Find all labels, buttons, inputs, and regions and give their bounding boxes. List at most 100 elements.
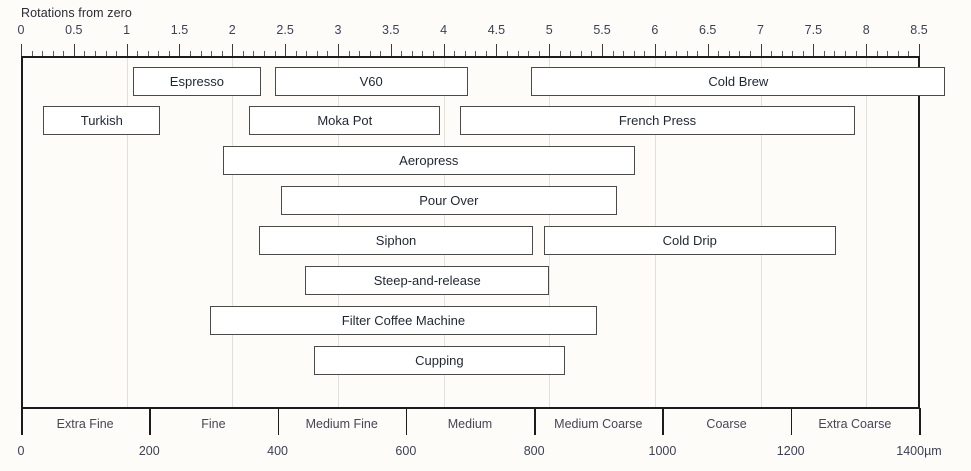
top-tick-label: 4.5 [487, 23, 506, 37]
grind-range-bar[interactable]: Moka Pot [249, 106, 441, 136]
category-separator [405, 408, 408, 435]
top-tick-major [390, 44, 392, 57]
top-tick-minor [433, 51, 435, 57]
category-separator [149, 408, 151, 435]
grind-range-bar[interactable]: Cold Brew [531, 66, 946, 96]
top-tick-minor [295, 51, 297, 57]
grind-range-bar[interactable]: Turkish [43, 106, 161, 136]
category-label: Medium Coarse [554, 417, 643, 431]
top-tick-minor [274, 51, 276, 57]
top-tick-minor [633, 51, 635, 57]
top-tick-label: 0 [17, 23, 25, 37]
top-tick-major [73, 44, 75, 57]
top-tick-minor [359, 51, 361, 57]
top-tick-minor [454, 51, 456, 57]
top-tick-minor [623, 51, 625, 57]
top-tick-minor [263, 51, 265, 57]
category-label: Fine [201, 417, 226, 431]
category-separator [21, 408, 23, 435]
grind-range-bar[interactable]: Steep-and-release [305, 266, 550, 295]
grind-range-bar[interactable]: Cold Drip [543, 226, 836, 256]
grind-range-bar[interactable]: V60 [274, 66, 468, 96]
top-tick-minor [190, 51, 192, 57]
top-tick-label: 7.5 [804, 23, 823, 37]
plot-border-right [918, 57, 920, 408]
category-separator [662, 408, 665, 435]
top-tick-label: 1 [123, 23, 131, 37]
bottom-tick-label: 1000 [648, 444, 677, 458]
top-tick-minor [137, 51, 139, 57]
top-tick-minor [739, 51, 741, 57]
grind-range-bar[interactable]: Siphon [258, 226, 534, 256]
top-tick-label: 1.5 [170, 23, 189, 37]
bottom-tick-label: 600 [395, 444, 417, 458]
top-tick-minor [369, 51, 371, 57]
top-tick-minor [781, 51, 783, 57]
bottom-tick-label: 200 [138, 444, 160, 458]
top-tick-minor [528, 51, 530, 57]
top-tick-minor [147, 51, 149, 57]
top-tick-minor [306, 51, 308, 57]
top-tick-minor [485, 51, 487, 57]
top-tick-major [126, 44, 128, 57]
top-tick-label: 6.5 [699, 23, 717, 37]
category-label: Extra Coarse [818, 417, 892, 431]
top-tick-label: 0.5 [65, 23, 83, 37]
top-tick-minor [84, 51, 86, 57]
category-label: Medium [447, 417, 493, 431]
top-tick-minor [401, 51, 403, 57]
top-tick-minor [823, 51, 825, 57]
top-tick-major [496, 44, 498, 57]
top-tick-minor [855, 51, 857, 57]
bottom-tick-label: 1400µm [896, 444, 942, 458]
top-tick-minor [506, 51, 508, 57]
top-tick-minor [591, 51, 593, 57]
category-separator [919, 408, 921, 435]
plot-border-left [21, 57, 23, 408]
bottom-tick-label: 400 [267, 444, 288, 458]
top-tick-minor [31, 51, 33, 57]
grind-range-bar[interactable]: Cupping [313, 345, 566, 375]
category-separator [534, 408, 536, 435]
bottom-tick-label: 0 [17, 444, 25, 458]
top-tick-minor [697, 51, 699, 57]
grind-range-bar[interactable]: French Press [460, 106, 855, 136]
top-tick-minor [158, 51, 160, 57]
top-tick-minor [422, 51, 424, 57]
top-tick-minor [538, 51, 540, 57]
top-tick-major [813, 44, 815, 57]
top-tick-minor [686, 51, 688, 57]
top-tick-minor [644, 51, 646, 57]
top-tick-major [654, 44, 656, 57]
top-tick-minor [411, 51, 413, 57]
top-tick-minor [168, 51, 170, 57]
top-tick-minor [570, 51, 572, 57]
top-tick-major [443, 44, 445, 57]
top-tick-minor [348, 51, 350, 57]
top-tick-minor [897, 51, 899, 57]
top-tick-minor [792, 51, 794, 57]
grind-range-bar[interactable]: Espresso [132, 66, 261, 96]
top-tick-minor [221, 51, 223, 57]
top-tick-major [179, 44, 181, 57]
top-tick-label: 3.5 [382, 23, 400, 37]
top-tick-label: 4 [440, 23, 448, 37]
top-tick-minor [845, 51, 847, 57]
top-tick-minor [676, 51, 677, 57]
top-tick-minor [665, 51, 667, 57]
top-tick-minor [612, 51, 614, 57]
top-tick-minor [52, 51, 54, 57]
top-tick-major [549, 44, 551, 57]
plot-border-top [21, 56, 920, 58]
grind-range-bar[interactable]: Filter Coffee Machine [210, 305, 597, 335]
top-tick-minor [802, 51, 804, 57]
grind-range-bar[interactable]: Pour Over [280, 186, 617, 216]
top-tick-major [602, 44, 604, 57]
top-tick-major [919, 44, 920, 57]
top-tick-label: 8 [862, 23, 870, 37]
top-axis-title: Rotations from zero [21, 6, 132, 20]
category-label: Extra Fine [56, 417, 114, 431]
grind-range-bar[interactable]: Aeropress [222, 146, 635, 176]
top-tick-minor [63, 51, 65, 57]
top-tick-minor [580, 51, 582, 57]
